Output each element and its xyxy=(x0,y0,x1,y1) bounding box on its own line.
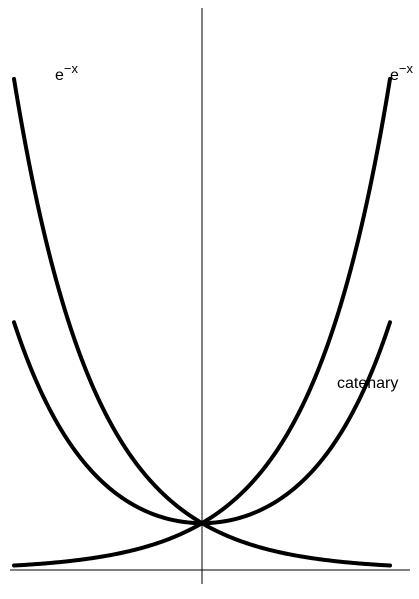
curve-label-1: e−x xyxy=(390,61,413,84)
curve-label-2: catenary xyxy=(337,375,398,392)
series-line-2 xyxy=(12,320,392,526)
label-layer: e−x e−x catenary xyxy=(55,61,413,392)
series-layer xyxy=(12,76,392,568)
curve-label-0: e−x xyxy=(55,61,78,84)
